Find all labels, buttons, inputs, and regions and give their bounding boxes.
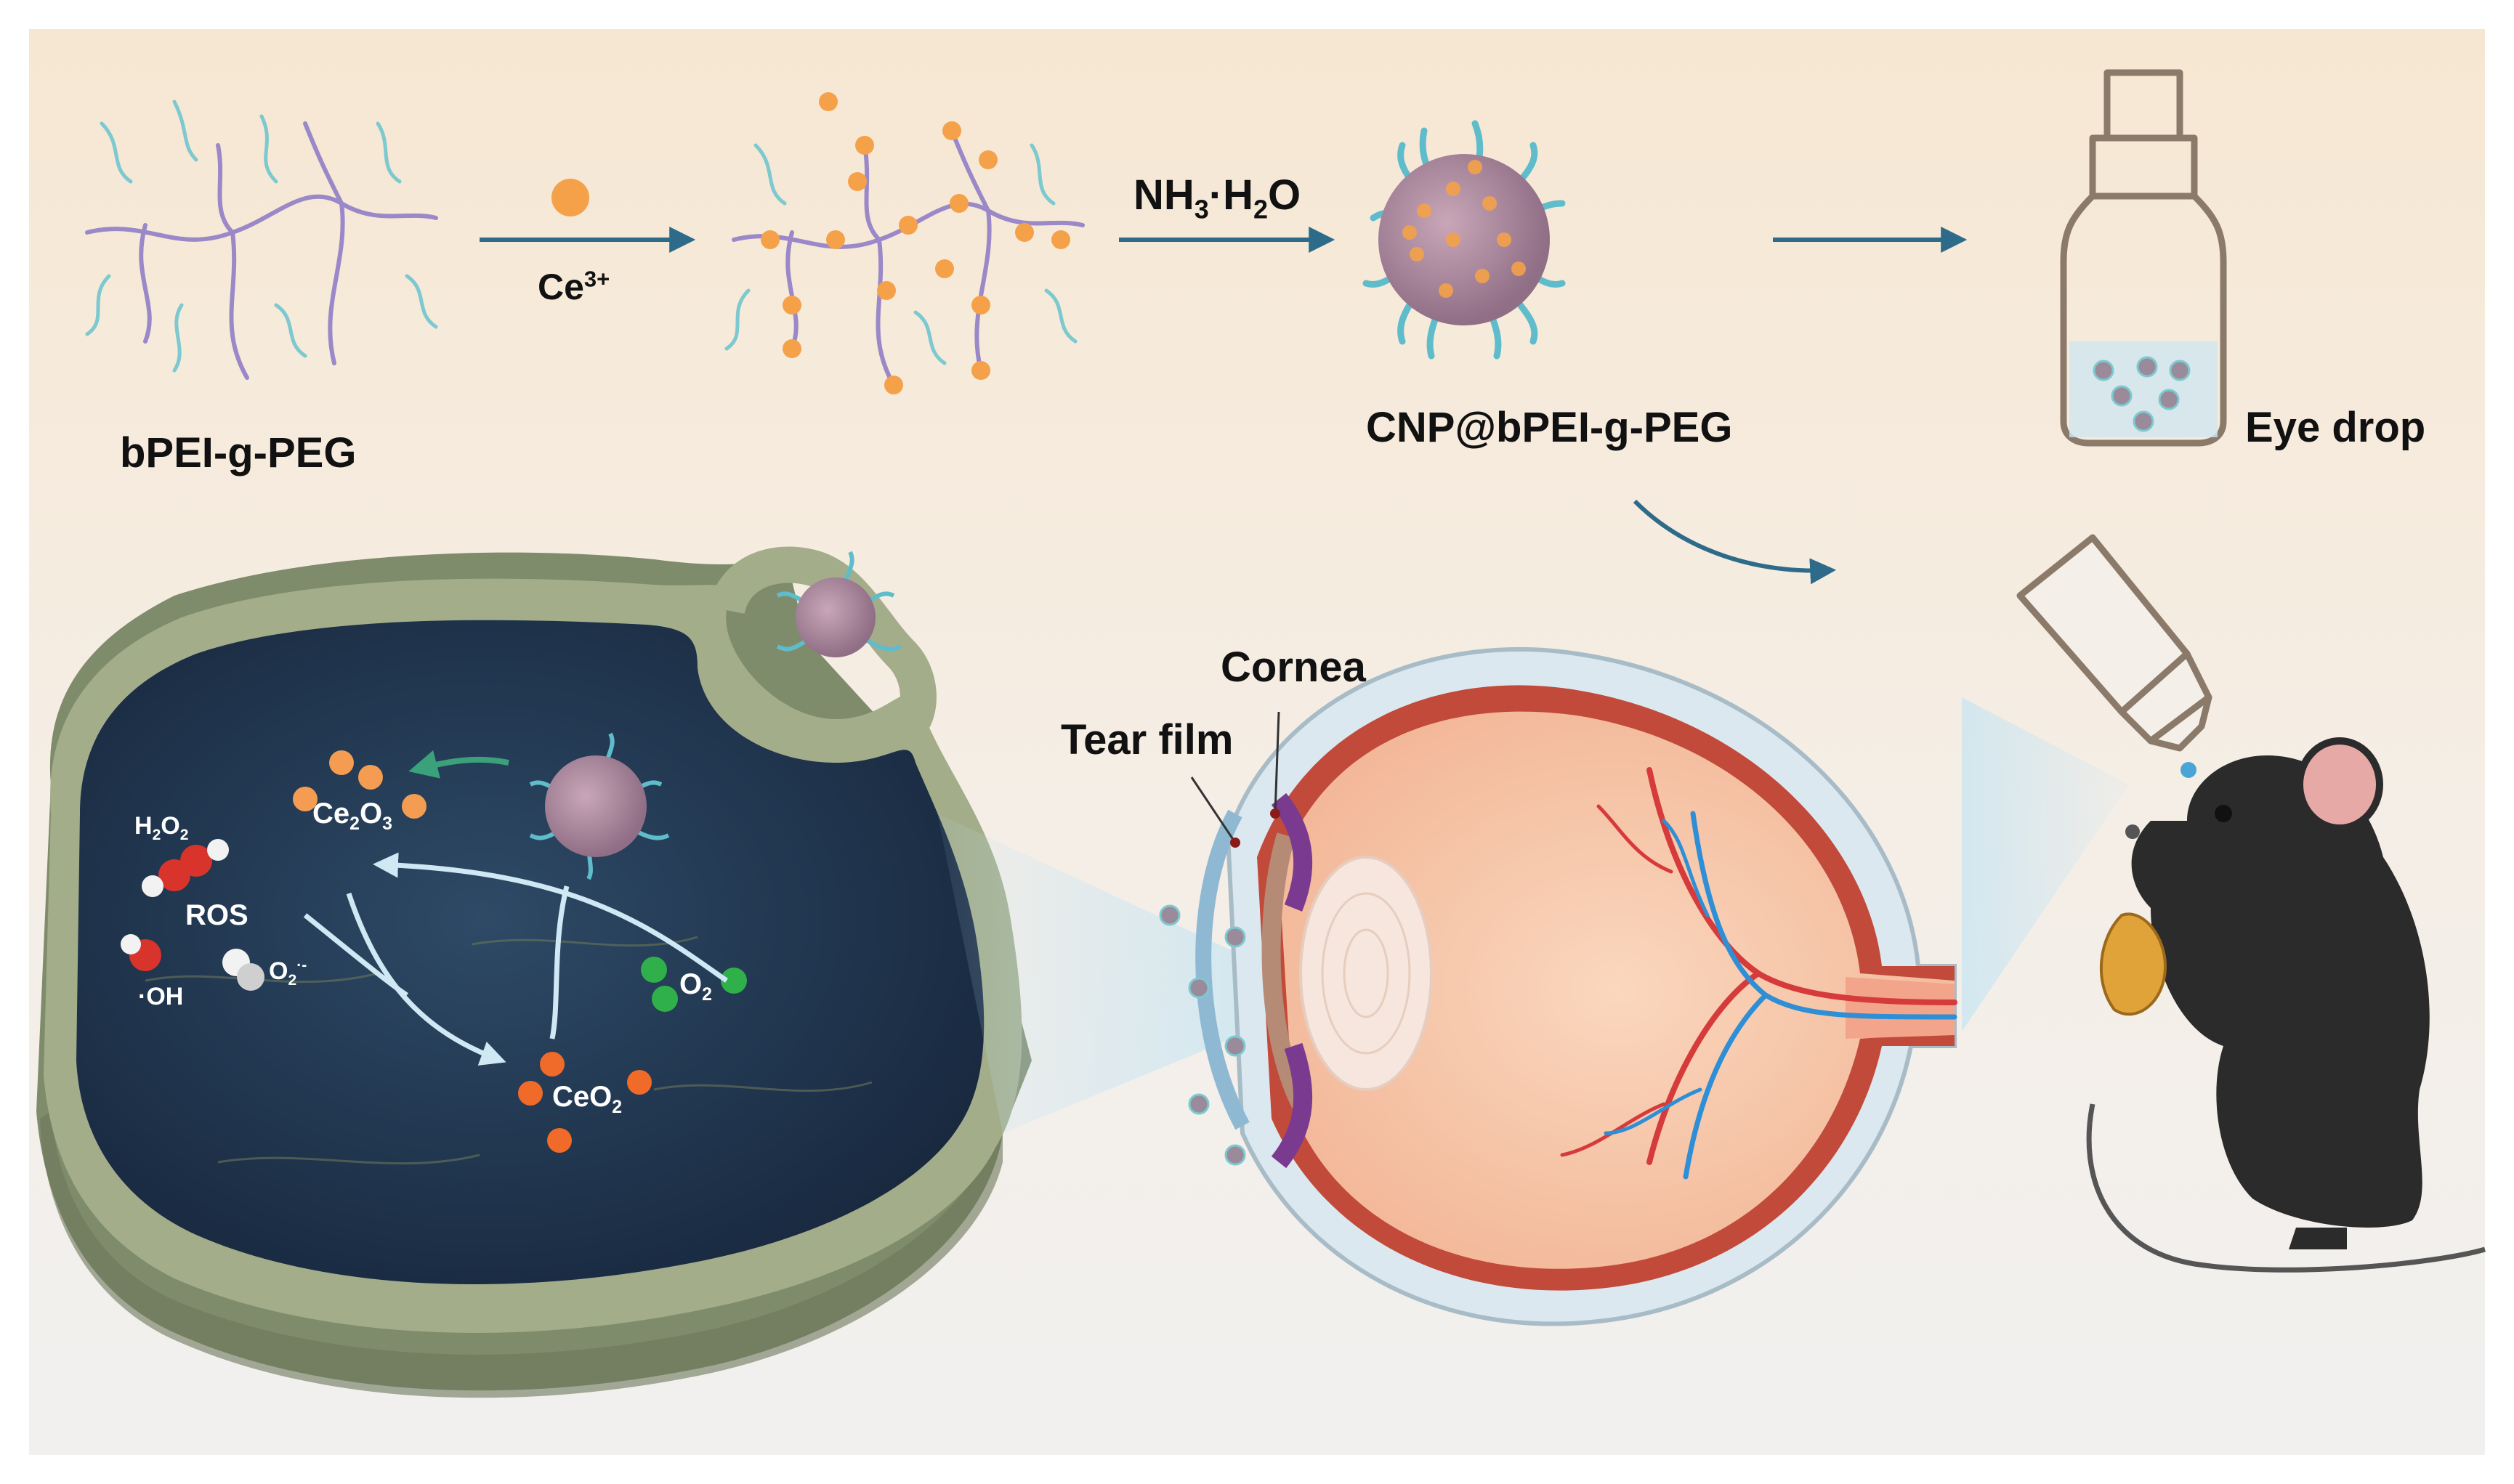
eyeball-illustration <box>1195 647 1957 1326</box>
superoxide-label: O2·- <box>269 957 307 989</box>
bpei-polymer-icon <box>85 100 438 380</box>
internalized-nanoparticle-icon <box>529 732 670 880</box>
reduction-arrow-tail <box>303 913 408 997</box>
cornea-label: Cornea <box>1221 644 1366 691</box>
cnp-label: CNP@bPEI-g-PEG <box>1366 404 1733 451</box>
bpei-label: bPEI-g-PEG <box>120 429 357 477</box>
cnp-nanoparticle-icon <box>1362 120 1566 360</box>
oxidation-arrow-tail <box>549 885 570 1039</box>
bottle-particles <box>2093 356 2191 432</box>
superoxide-molecule-icon <box>222 949 264 991</box>
magnify-beam-cell <box>937 814 1250 1133</box>
h2o2-label: H2O2 <box>134 812 189 843</box>
oxygen-label: O2 <box>679 968 712 1005</box>
cell-membrane-illustration <box>36 546 1032 1398</box>
ce2o3-label: Ce2O3 <box>312 798 392 834</box>
ceo2-particles <box>518 1052 652 1153</box>
mouse-illustration <box>2086 737 2486 1273</box>
oxygen-molecule-icon <box>641 957 747 1012</box>
cerium-ion-icon <box>551 179 589 216</box>
retinal-vessels <box>1560 767 1957 1180</box>
ros-label: ROS <box>185 899 248 931</box>
tear-film-label: Tear film <box>1061 716 1234 763</box>
eye-drop-bottle-icon <box>2060 69 2227 447</box>
curved-application-arrow <box>1633 499 1837 585</box>
dropper-bottle-icon <box>2016 534 2212 752</box>
hydroxyl-label: ·OH <box>138 983 184 1010</box>
ce2o3-particles <box>293 750 427 819</box>
ce-ion-label: Ce3+ <box>538 266 610 307</box>
bound-cerium-ions <box>761 92 1070 394</box>
ce-loaded-polymer-icon <box>724 129 1085 387</box>
tear-film-particles <box>1159 904 1246 1166</box>
release-arrow <box>408 750 509 779</box>
ceo2-label: CeO2 <box>552 1081 623 1117</box>
tear-film-pointer <box>1190 777 1237 843</box>
eye-drop-label: Eye drop <box>2245 404 2426 451</box>
oxidation-arrow <box>373 852 729 983</box>
hydroxyl-molecule-icon <box>121 934 161 971</box>
reduction-arrow <box>346 892 506 1066</box>
cornea-pointer <box>1274 711 1280 814</box>
magnify-beam-mouse <box>1962 697 2129 1031</box>
membrane-nanoparticle-icon <box>776 551 902 657</box>
ammonia-label: NH3·H2O <box>1133 171 1301 224</box>
h2o2-molecule-icon <box>142 839 229 897</box>
drop-icon <box>2180 762 2196 778</box>
